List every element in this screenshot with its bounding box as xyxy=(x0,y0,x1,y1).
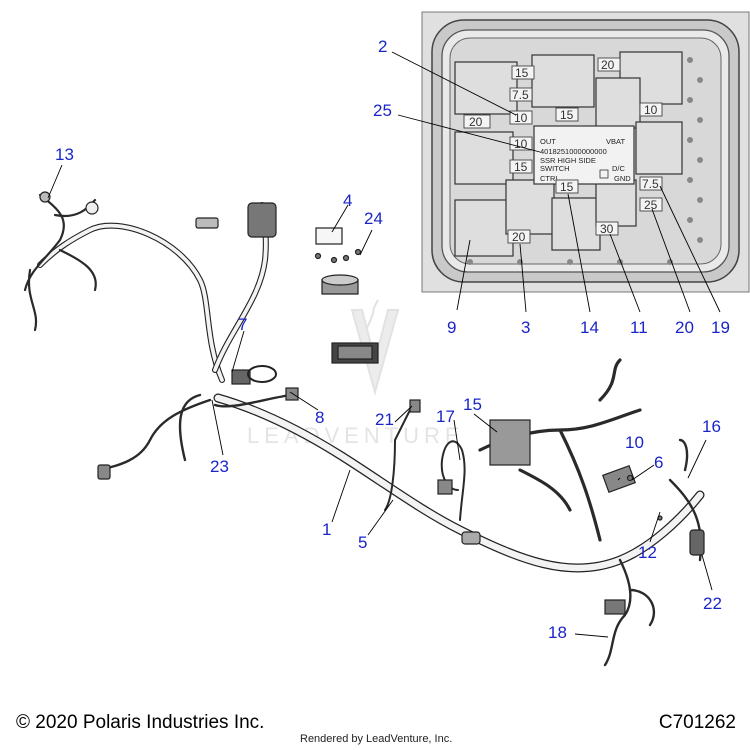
fuse-label: 15 xyxy=(514,160,528,174)
callout-19[interactable]: 19 xyxy=(711,318,730,337)
ssr-gnd-label: GND xyxy=(614,174,631,183)
callout-13[interactable]: 13 xyxy=(55,145,74,164)
fuse-label: 20 xyxy=(512,230,526,244)
fuse-label: 20 xyxy=(601,58,615,72)
callout-24[interactable]: 24 xyxy=(364,209,383,228)
callout-labels: 2 25 9 3 14 11 20 19 13 4 24 7 8 21 17 1… xyxy=(55,37,730,642)
fuse-label: 15 xyxy=(560,180,574,194)
drawing-id: C701262 xyxy=(658,712,736,733)
ssr-vbat-label: VBAT xyxy=(606,137,625,146)
fuse-label: 10 xyxy=(514,137,528,151)
ssr-line2: SWITCH xyxy=(540,164,570,173)
callout-1[interactable]: 1 xyxy=(322,520,331,539)
connector-cluster-icon xyxy=(489,419,531,466)
ssr-out-label: OUT xyxy=(540,137,556,146)
ssr-part-number: 4018251000000000 xyxy=(540,147,607,156)
fuse-label: 15 xyxy=(560,108,574,122)
callout-23[interactable]: 23 xyxy=(210,457,229,476)
harness-components xyxy=(39,191,705,615)
fuse-label: 10 xyxy=(514,111,528,125)
callout-14[interactable]: 14 xyxy=(580,318,599,337)
callout-8[interactable]: 8 xyxy=(315,408,324,427)
fuse-label: 7.5 xyxy=(512,88,529,102)
callout-21[interactable]: 21 xyxy=(375,410,394,429)
callout-22[interactable]: 22 xyxy=(703,594,722,613)
fuse-label: 15 xyxy=(515,66,529,80)
callout-20[interactable]: 20 xyxy=(675,318,694,337)
callout-12[interactable]: 12 xyxy=(638,543,657,562)
screw-icons xyxy=(314,248,663,521)
callout-9[interactable]: 9 xyxy=(447,318,456,337)
callout-5[interactable]: 5 xyxy=(358,533,367,552)
watermark: LEADVENTURE xyxy=(247,299,465,448)
ssr-line1: SSR HIGH SIDE xyxy=(540,156,596,165)
fuse-box-terminals xyxy=(467,57,703,265)
callout-16[interactable]: 16 xyxy=(702,417,721,436)
inset-leader-lines xyxy=(391,51,721,313)
fuse-label: 30 xyxy=(600,222,614,236)
fuse-box-inset: OUT VBAT 4018251000000000 SSR HIGH SIDE … xyxy=(391,11,750,313)
main-harness xyxy=(23,193,705,667)
ssr-ctrl-label: CTRL xyxy=(540,174,560,183)
callout-7[interactable]: 7 xyxy=(238,315,247,334)
callout-10[interactable]: 10 xyxy=(625,433,644,452)
callout-11[interactable]: 11 xyxy=(630,318,648,337)
relay-blocks xyxy=(454,51,683,257)
callout-15[interactable]: 15 xyxy=(463,395,482,414)
copyright-text: © 2020 Polaris Industries Inc. xyxy=(16,712,265,733)
ecu-connector-icon xyxy=(247,202,277,238)
callout-6[interactable]: 6 xyxy=(654,453,663,472)
callout-25[interactable]: 25 xyxy=(373,101,392,120)
callout-3[interactable]: 3 xyxy=(521,318,530,337)
fuse-rating-labels: 15 7.5 10 20 15 20 10 10 15 15 7.5 25 20… xyxy=(469,58,659,244)
watermark-text: LEADVENTURE xyxy=(247,423,465,448)
fuse-label: 25 xyxy=(644,198,658,212)
callout-17[interactable]: 17 xyxy=(436,407,455,426)
leader-lines xyxy=(47,164,713,638)
callout-2[interactable]: 2 xyxy=(378,37,387,56)
callout-4[interactable]: 4 xyxy=(343,191,352,210)
fuse-label: 10 xyxy=(644,103,658,117)
callout-18[interactable]: 18 xyxy=(548,623,567,642)
fuse-label: 7.5 xyxy=(642,177,659,191)
label-sticker-icon xyxy=(315,227,343,245)
fuse-slots xyxy=(463,57,663,244)
watermark-logo-icon xyxy=(350,299,400,396)
rendered-by-text: Rendered by LeadVenture, Inc. xyxy=(300,733,453,745)
ssr-module: OUT VBAT 4018251000000000 SSR HIGH SIDE … xyxy=(533,125,635,185)
fuse-label: 20 xyxy=(469,115,483,129)
ssr-dc-label: D/C xyxy=(612,164,626,173)
